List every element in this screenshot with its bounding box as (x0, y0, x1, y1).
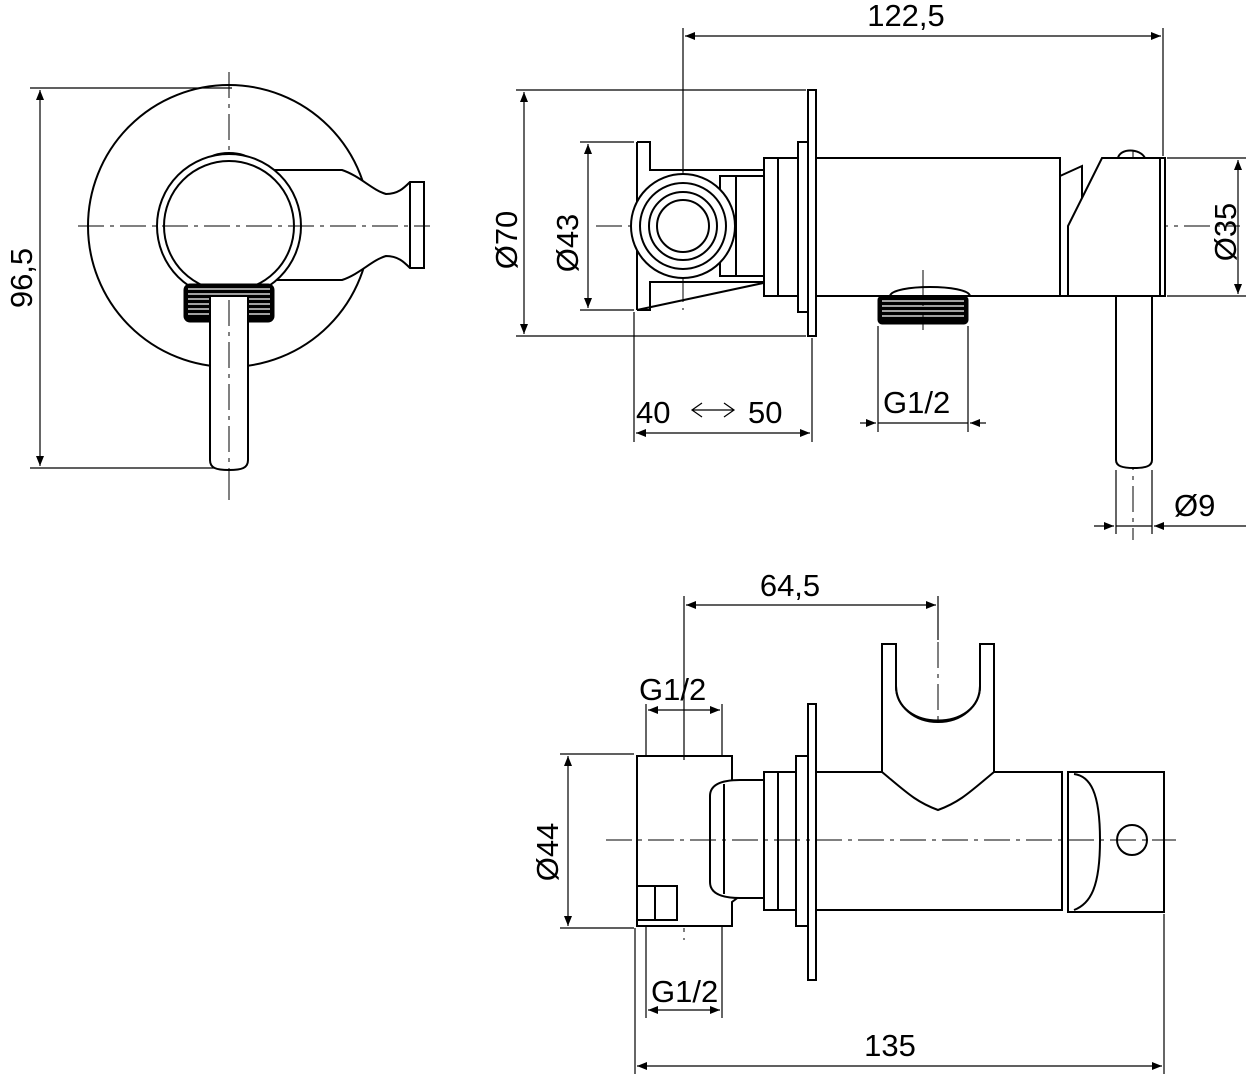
rosette-plate (807, 89, 817, 337)
dim-body-diameter: Ø43 (550, 214, 585, 273)
dim-overall-length: 122,5 (867, 0, 945, 33)
dim-top-outlet-thread: G1/2 (651, 974, 718, 1009)
dim-depth-min: 40 (636, 395, 670, 430)
dim-depth-max: 50 (748, 395, 782, 430)
dim-handle-diameter: Ø35 (1208, 203, 1243, 262)
hand-shower-holder (267, 169, 425, 281)
front-view: 96,5 (4, 72, 430, 500)
inlet-connection (630, 173, 736, 279)
range-arrow-icon (690, 402, 736, 418)
top-rosette-plate (807, 703, 817, 981)
mounting-box (636, 141, 769, 311)
side-view: 122,5 Ø70 Ø43 Ø35 40 50 G1/2 (489, 0, 1246, 540)
dim-front-height: 96,5 (4, 248, 39, 308)
dim-lever-diameter: Ø9 (1174, 488, 1215, 523)
dim-holder-distance: 64,5 (760, 568, 820, 603)
dim-top-overall-length: 135 (864, 1028, 916, 1063)
dim-top-body-diameter: Ø44 (530, 823, 565, 882)
dim-rosette-diameter: Ø70 (489, 211, 524, 270)
top-hand-shower-holder (881, 643, 995, 812)
top-handle (1067, 771, 1165, 913)
side-lever (1115, 295, 1153, 470)
top-view: 64,5 G1/2 Ø44 G1/2 135 (530, 568, 1176, 1074)
dim-inlet-thread: G1/2 (639, 672, 706, 707)
dim-outlet-thread: G1/2 (883, 385, 950, 420)
valve-body (815, 157, 1061, 297)
